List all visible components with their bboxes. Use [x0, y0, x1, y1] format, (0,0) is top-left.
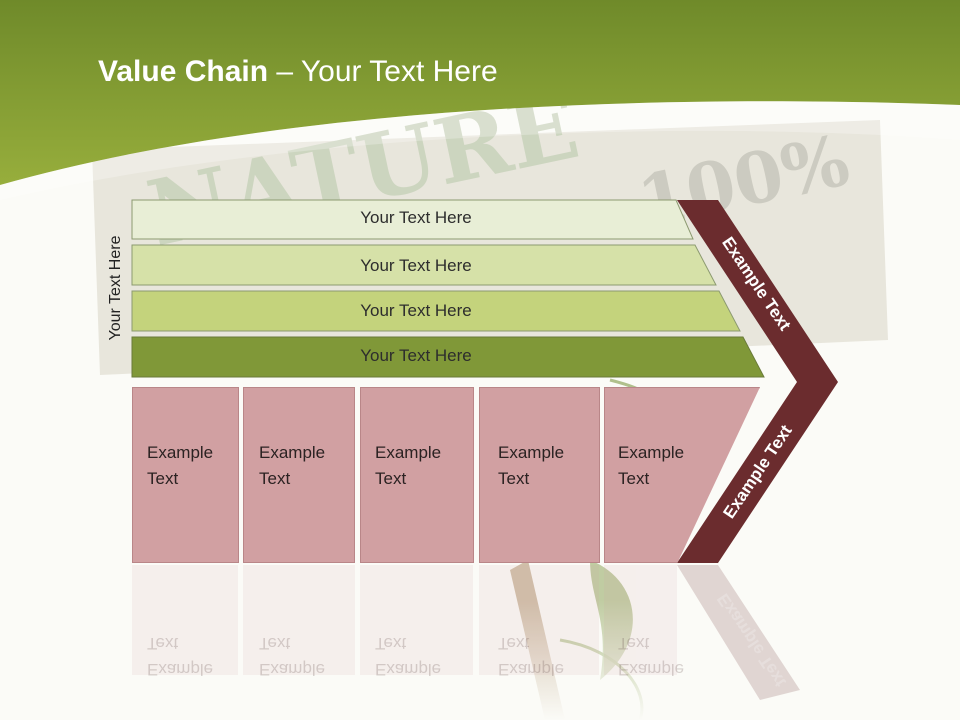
- box-4-line1: Example: [498, 443, 565, 462]
- chevron-shape: [677, 200, 838, 563]
- box-1-line1: Example: [147, 443, 214, 462]
- box-5-line2: Text: [618, 469, 650, 488]
- page-title: Value Chain – Your Text Here: [98, 55, 498, 88]
- row-label-3: Your Text Here: [360, 301, 472, 320]
- chevron-text-reflection: Example Text: [713, 590, 790, 691]
- row-bar-1: [131, 199, 694, 240]
- row-bar-4: [131, 336, 765, 378]
- boxes-reflection: [132, 565, 677, 675]
- box-5-line1: Example: [618, 443, 685, 462]
- box-2-line1: Example: [259, 443, 326, 462]
- box-2-line2: Text: [259, 469, 291, 488]
- row-bar-3: [131, 290, 741, 332]
- row-bar-2: [131, 244, 717, 286]
- row-label-1: Your Text Here: [360, 208, 472, 227]
- row-label-2: Your Text Here: [360, 256, 472, 275]
- chevron-top-text-wrap: Example Text: [718, 233, 864, 333]
- chevron-reflection: [677, 565, 800, 700]
- box-3-line1: Example: [375, 443, 442, 462]
- box-3-line2: Text: [375, 469, 407, 488]
- header-band: [0, 0, 960, 185]
- chevron-bottom-text-wrap: Example Text: [719, 421, 866, 521]
- box-1-line2: Text: [147, 469, 179, 488]
- row-label-4: Your Text Here: [360, 346, 472, 365]
- box-4-line2: Text: [498, 469, 530, 488]
